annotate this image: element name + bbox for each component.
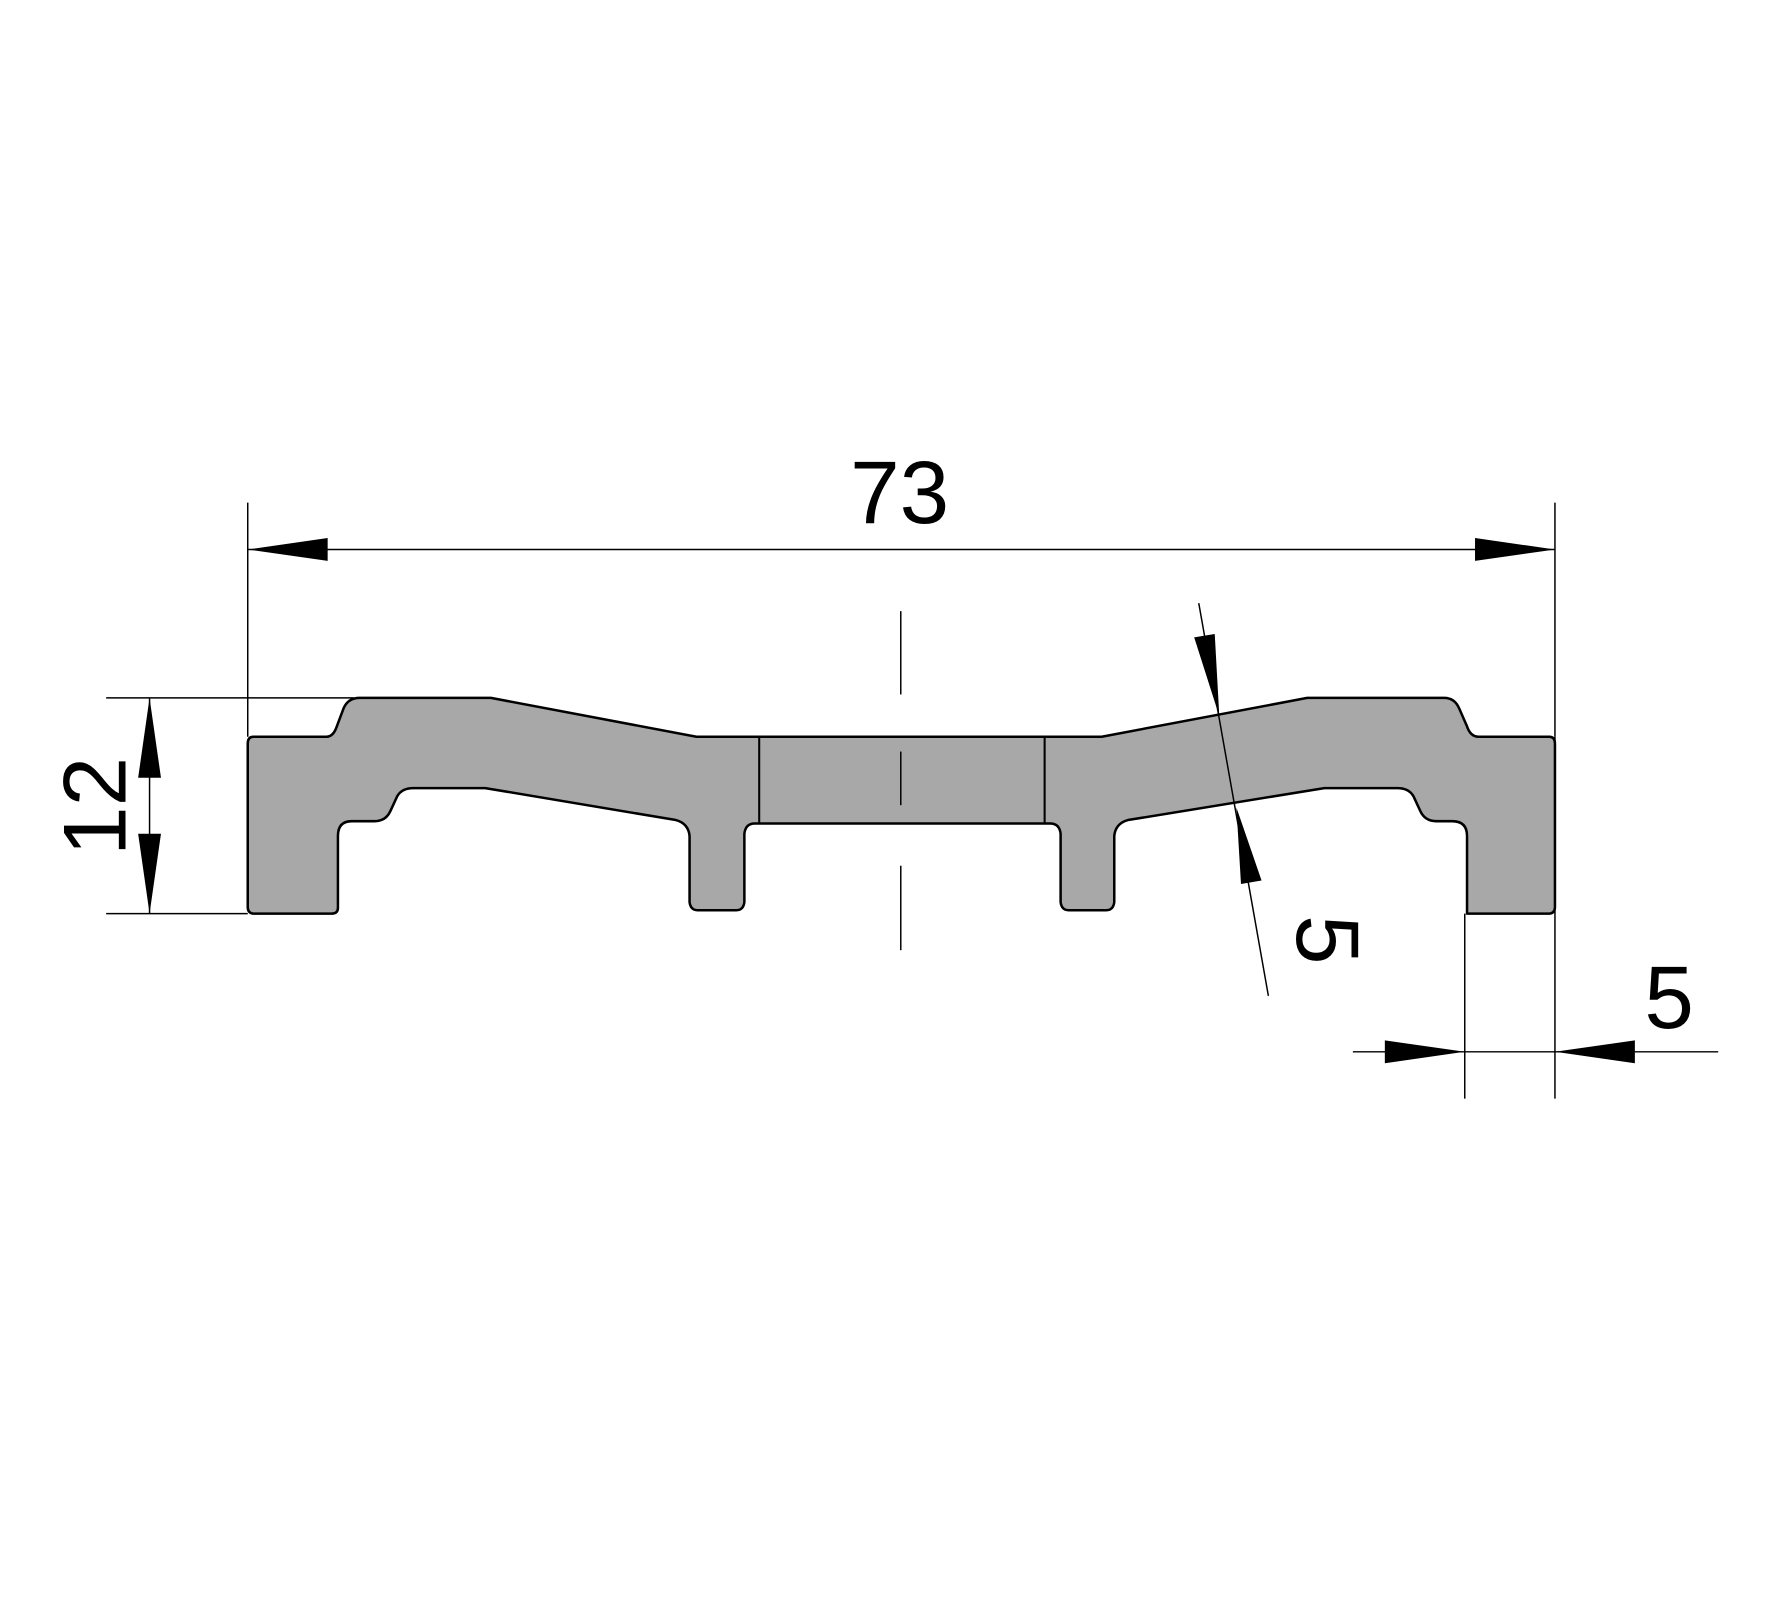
dimension-label-5-slanted: 5 (1278, 915, 1378, 965)
dimension-label-73: 73 (850, 442, 949, 542)
arrowhead (1384, 1040, 1465, 1064)
arrowhead (1236, 807, 1262, 884)
dimension-label-5-flange: 5 (1644, 947, 1694, 1047)
arrowhead (138, 833, 161, 914)
dimension-height: 12 (45, 697, 354, 915)
arrowhead (247, 538, 328, 561)
arrowhead (1475, 538, 1555, 561)
profile-section (246, 696, 1557, 915)
dimension-width: 73 (246, 442, 1556, 737)
dimension-label-12: 12 (45, 757, 145, 856)
arrowhead (1554, 1040, 1635, 1064)
dimension-wall-thickness: 5 (1194, 603, 1378, 996)
dimension-flange-width: 5 (1352, 736, 1719, 1099)
arrowhead (138, 697, 161, 778)
arrowhead (1194, 633, 1220, 717)
